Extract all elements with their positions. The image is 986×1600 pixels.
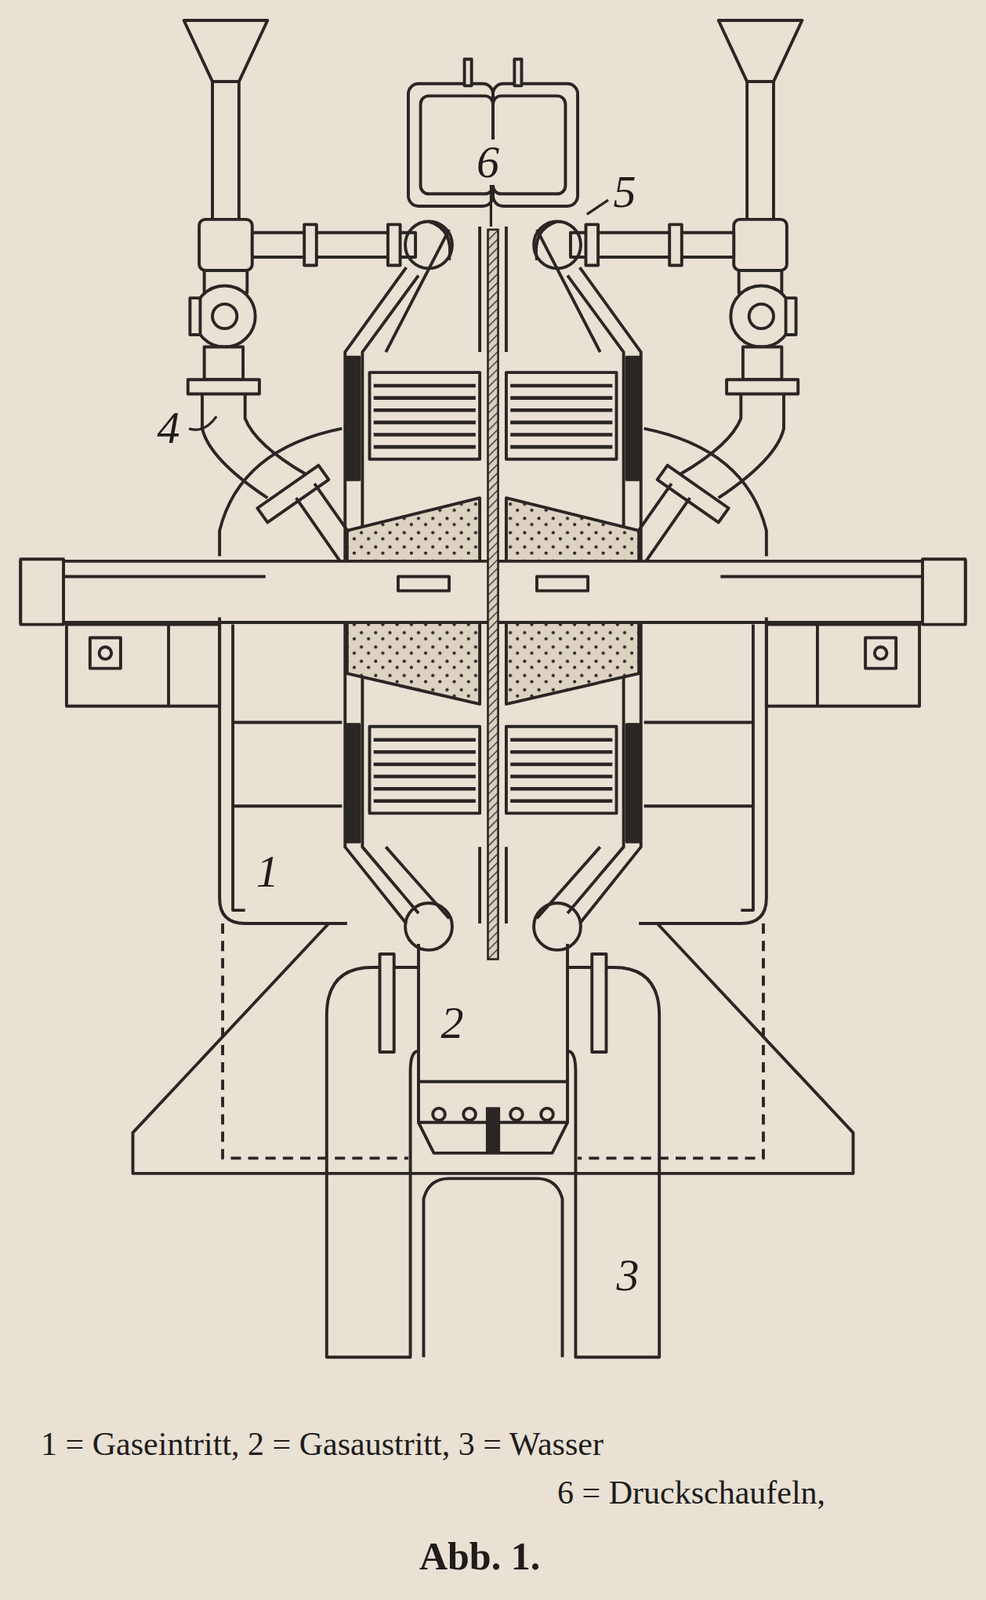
- callout-number: 4: [153, 405, 183, 451]
- callout-number: 6: [473, 139, 503, 185]
- caption-line: 6 = Druckschaufeln,: [557, 1475, 826, 1509]
- figure-caption: Abb. 1.: [419, 1536, 541, 1576]
- callout-number: 2: [437, 1000, 467, 1046]
- caption-line: 1 = Gaseintritt, 2 = Gasaustritt, 3 = Wa…: [40, 1427, 604, 1461]
- callout-number: 3: [612, 1252, 642, 1298]
- callout-number: 5: [609, 169, 639, 215]
- callout-number: 1: [253, 848, 283, 895]
